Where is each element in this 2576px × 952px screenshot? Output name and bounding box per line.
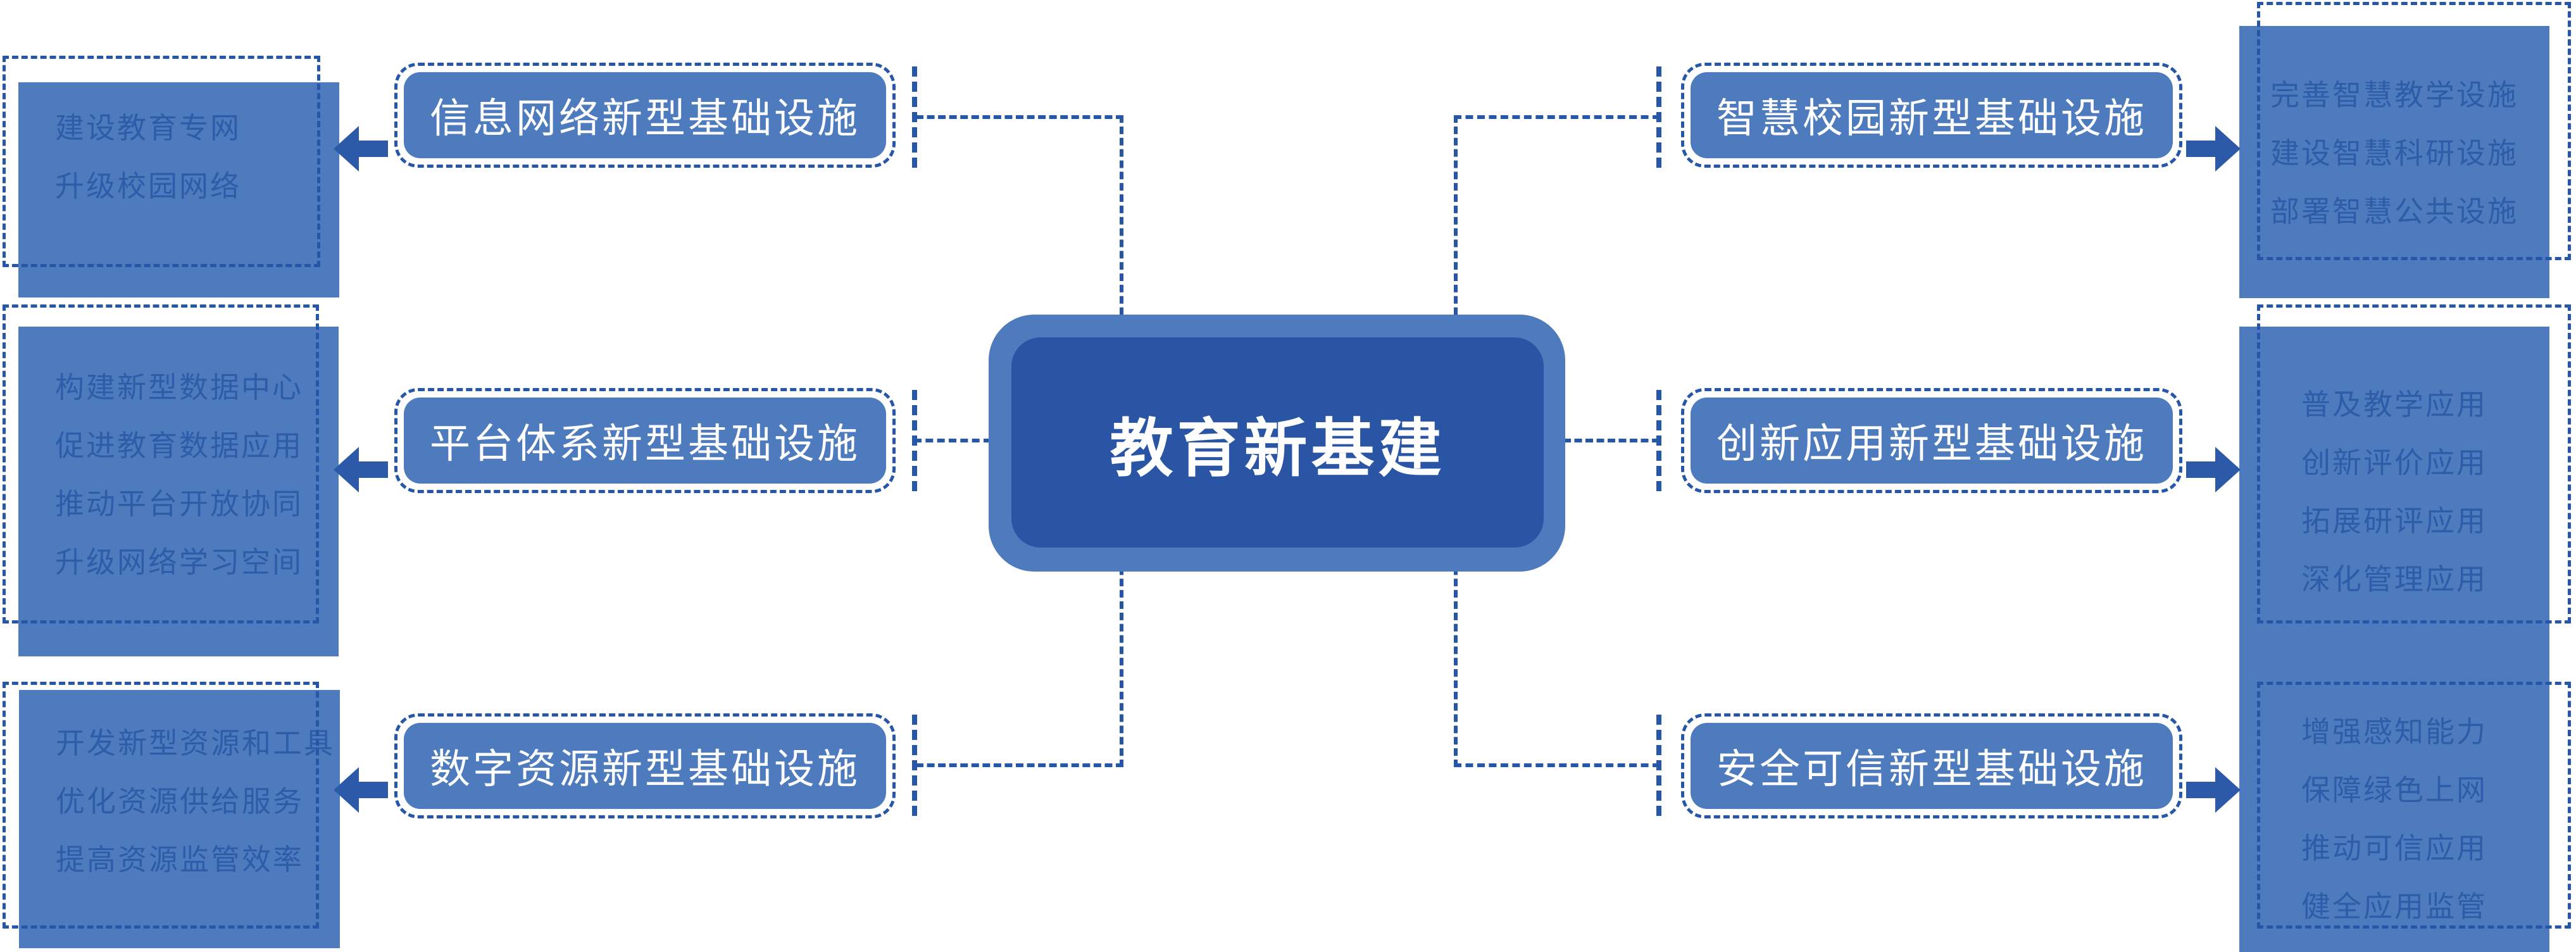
detail-item: 推动平台开放协同	[55, 487, 303, 520]
detail-item: 促进教育数据应用	[55, 429, 303, 462]
right-arrow-icon	[2186, 447, 2241, 492]
central-topic-inner: 教育新基建	[1011, 337, 1544, 548]
detail-item: 完善智慧教学设施	[2270, 78, 2518, 111]
detail-item: 建设教育专网	[55, 111, 241, 144]
detail-box-secure-trusted: 增强感知能力 保障绿色上网 推动可信应用 健全应用监管	[2239, 690, 2549, 952]
detail-item: 构建新型数据中心	[55, 370, 303, 404]
detail-item: 推动可信应用	[2301, 832, 2487, 865]
branch-pill-secure-trusted: 安全可信新型基础设施	[1681, 713, 2182, 818]
detail-item: 升级网络学习空间	[55, 545, 303, 579]
right-arrow-icon	[2186, 767, 2241, 813]
branch-pill-label: 数字资源新型基础设施	[404, 723, 886, 809]
connector-rail	[912, 66, 917, 168]
branch-pill-info-network: 信息网络新型基础设施	[394, 63, 896, 168]
left-arrow-icon	[334, 447, 388, 492]
branch-pill-smart-campus: 智慧校园新型基础设施	[1681, 63, 2182, 168]
detail-item: 升级校园网络	[55, 170, 241, 203]
branch-pill-label: 智慧校园新型基础设施	[1691, 72, 2173, 158]
detail-item: 开发新型资源和工具	[56, 727, 335, 760]
central-topic-label: 教育新基建	[1110, 413, 1446, 484]
detail-item: 深化管理应用	[2301, 562, 2487, 596]
detail-box-info-network: 建设教育专网 升级校园网络	[18, 82, 339, 298]
branch-pill-label: 平台体系新型基础设施	[404, 398, 886, 484]
left-arrow-icon	[334, 126, 388, 172]
detail-item: 普及教学应用	[2301, 387, 2487, 421]
detail-item: 增强感知能力	[2301, 715, 2487, 748]
detail-item: 优化资源供给服务	[56, 785, 304, 818]
connector-right-middle	[1563, 439, 1660, 442]
detail-box-platform-system: 构建新型数据中心 促进教育数据应用 推动平台开放协同 升级网络学习空间	[18, 327, 339, 656]
branch-pill-digital-resource: 数字资源新型基础设施	[394, 713, 896, 818]
connector-rail	[912, 715, 917, 816]
detail-item: 部署智慧公共设施	[2270, 195, 2518, 228]
connector-left-middle	[914, 439, 991, 442]
detail-box-digital-resource: 开发新型资源和工具 优化资源供给服务 提高资源监管效率	[19, 690, 340, 948]
connector-right-top	[1454, 115, 1660, 119]
detail-item: 拓展研评应用	[2301, 504, 2487, 537]
connector-rail	[1656, 66, 1661, 168]
connector-left-bottom	[916, 763, 1123, 767]
connector-right-bottom	[1454, 763, 1660, 767]
detail-item: 提高资源监管效率	[56, 843, 304, 876]
detail-item: 建设智慧科研设施	[2270, 137, 2518, 170]
right-arrow-icon	[2186, 126, 2241, 172]
branch-pill-label: 信息网络新型基础设施	[404, 72, 886, 158]
detail-item: 健全应用监管	[2301, 890, 2487, 923]
detail-item: 创新评价应用	[2301, 446, 2487, 479]
connector-rail	[1656, 390, 1661, 491]
left-arrow-icon	[334, 767, 388, 813]
detail-box-innovative-application: 普及教学应用 创新评价应用 拓展研评应用 深化管理应用	[2239, 327, 2549, 691]
connector-left-top	[916, 115, 1123, 119]
connector-rail	[912, 390, 917, 491]
detail-item: 保障绿色上网	[2301, 774, 2487, 806]
branch-pill-label: 安全可信新型基础设施	[1691, 723, 2173, 809]
branch-pill-platform-system: 平台体系新型基础设施	[394, 388, 896, 493]
detail-box-smart-campus: 完善智慧教学设施 建设智慧科研设施 部署智慧公共设施	[2239, 26, 2549, 298]
central-topic-node: 教育新基建	[989, 315, 1565, 572]
branch-pill-innovative-application: 创新应用新型基础设施	[1681, 388, 2182, 493]
connector-rail	[1656, 715, 1661, 816]
branch-pill-label: 创新应用新型基础设施	[1691, 398, 2173, 484]
